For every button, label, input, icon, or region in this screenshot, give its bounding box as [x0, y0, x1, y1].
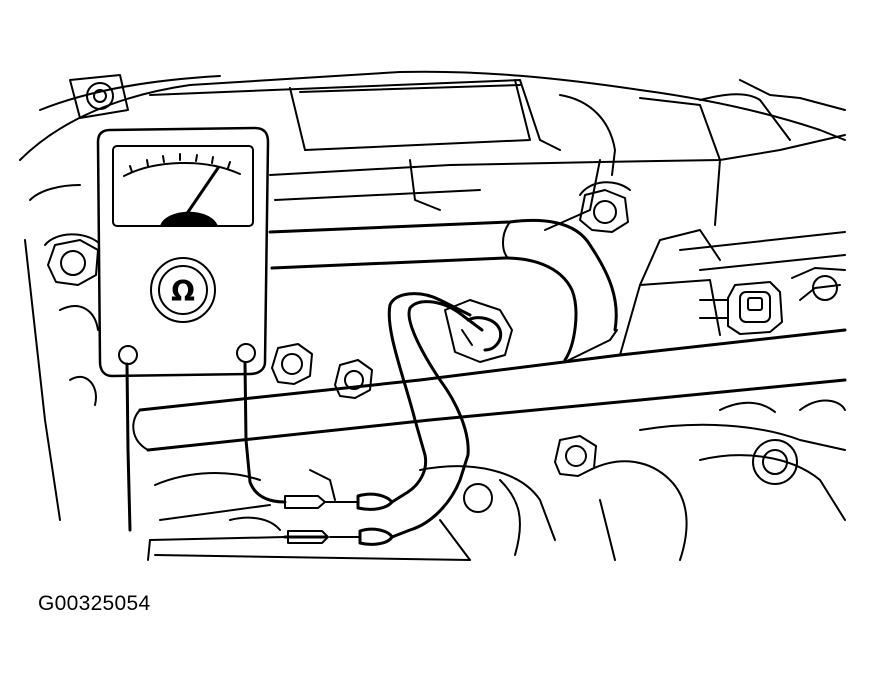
manifold-stud-left — [271, 343, 313, 385]
lower-frame — [147, 516, 471, 561]
meter-selector-outer — [150, 257, 216, 323]
jumper-wires — [387, 292, 484, 539]
intake-manifold — [132, 229, 847, 561]
manifold-stud-center — [334, 359, 373, 399]
bracket-bolt-top — [69, 74, 129, 119]
ohmmeter: Ω — [96, 126, 270, 378]
sensor-connector-center — [444, 299, 513, 363]
manifold-ring-lower-center — [463, 483, 493, 513]
test-lead-left — [125, 362, 394, 546]
manifold-ring-lower-right — [752, 439, 798, 485]
meter-needle — [186, 166, 220, 214]
ohm-symbol: Ω — [171, 275, 195, 308]
coolant-hose — [268, 218, 618, 363]
manifold-bolt-lower — [554, 435, 597, 477]
sensor-connector-right — [699, 267, 846, 335]
meter-selector-inner — [158, 265, 208, 315]
bolt-upper-right — [579, 181, 631, 233]
figure-code-label: G00325054 — [38, 592, 151, 615]
bolt-left — [44, 233, 101, 286]
